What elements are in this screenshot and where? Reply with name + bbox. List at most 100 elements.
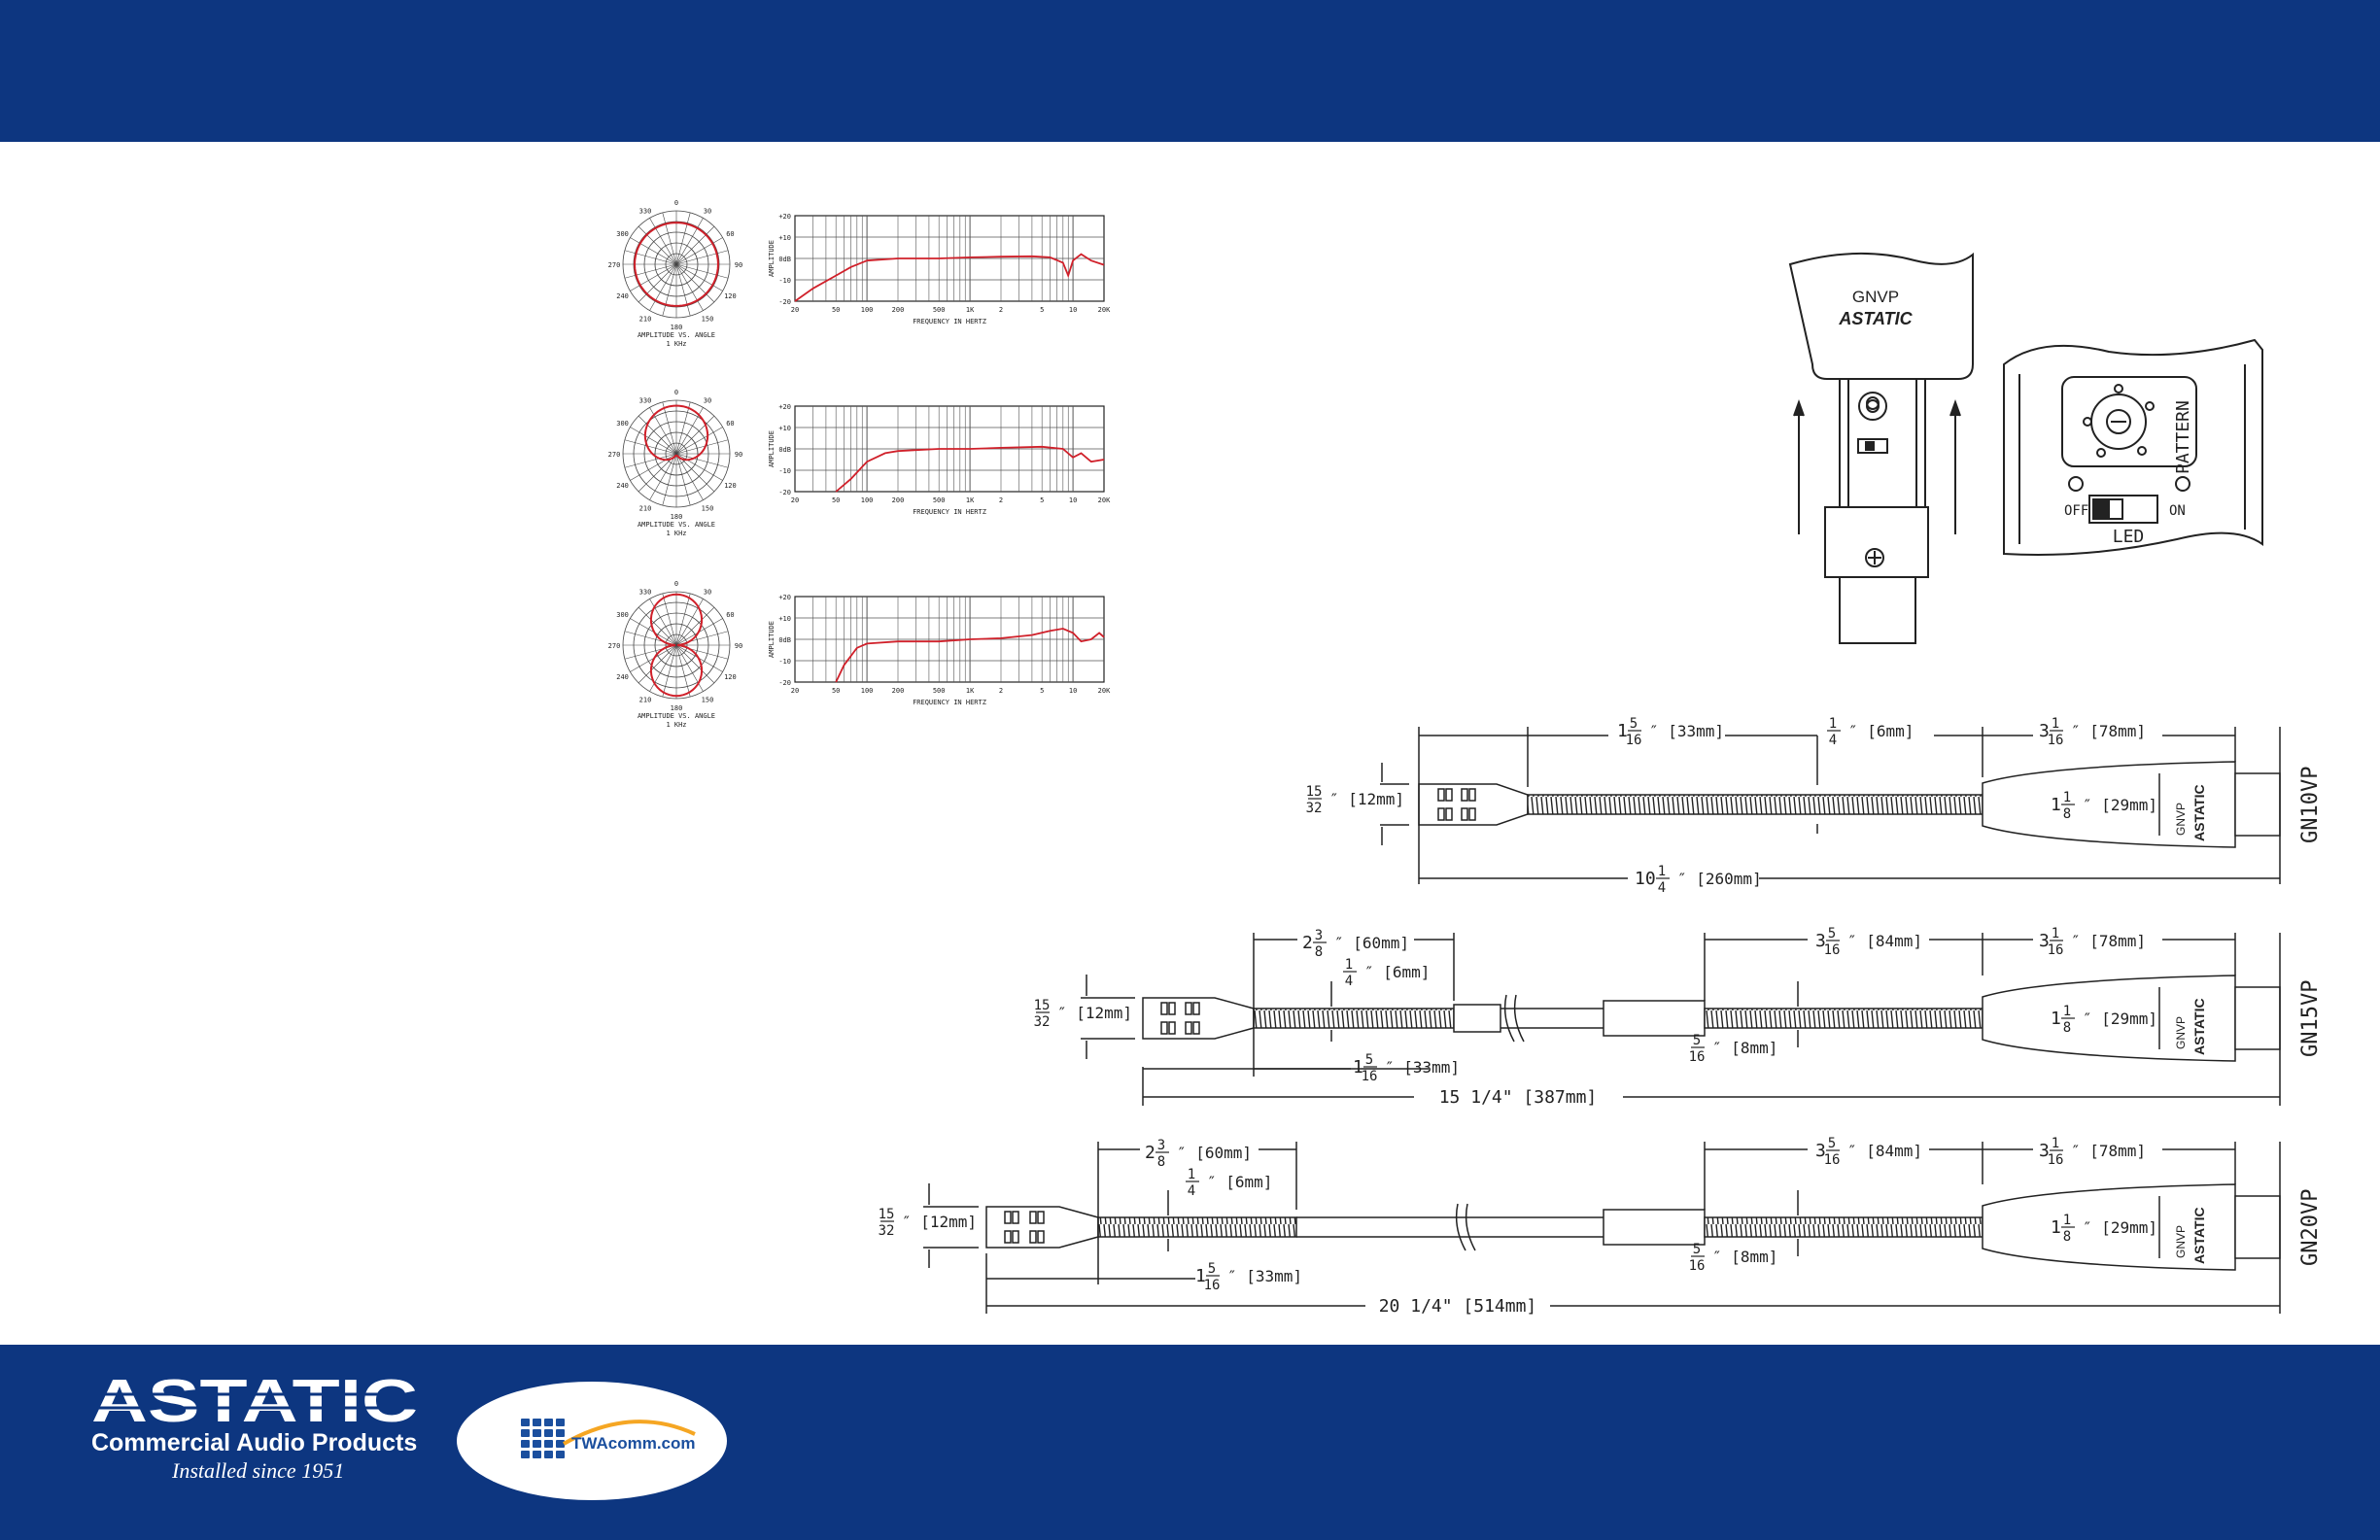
dimension-whole: 1 [2051, 1217, 2061, 1238]
polar-angle-label: 60 [726, 420, 734, 428]
dimension-value: ″ [78mm] [2071, 722, 2146, 740]
response-y-tick: -10 [778, 467, 791, 475]
dimension-value: ″ [29mm] [2083, 1218, 2157, 1237]
polar-angle-label: 150 [702, 504, 714, 512]
polar-response-curve [634, 222, 719, 307]
dimension-denominator: 4 [1188, 1183, 1195, 1199]
response-x-label: FREQUENCY IN HERTZ [913, 508, 986, 516]
polar-angle-label: 270 [608, 451, 621, 459]
response-x-tick: 20 [791, 496, 799, 504]
dimension-lower-gooseneck-dia: 516″ [8mm] [1689, 1242, 1778, 1274]
polar-angle-label: 210 [639, 315, 652, 323]
astatic-logo: ASTATIC Commercial Audio Products Instal… [89, 1373, 420, 1489]
footer-band [0, 1345, 2380, 1540]
polar-plot: 0306090120150180210240270300330AMPLITUDE… [608, 389, 743, 537]
dimension-numerator: 1 [1829, 716, 1837, 732]
dimension-numerator: 5 [1693, 1033, 1701, 1048]
polar-angle-label: 0 [674, 199, 678, 207]
dimension-value: ″ [12mm] [1329, 790, 1404, 808]
twacomm-grid-square [533, 1429, 541, 1437]
polar-angle-label: 240 [616, 482, 629, 490]
dimension-whole: 3 [1815, 931, 1826, 951]
dimension-value: ″ [33mm] [1385, 1058, 1460, 1077]
polar-plot: 0306090120150180210240270300330AMPLITUDE… [608, 199, 743, 348]
twacomm-grid-square [556, 1440, 565, 1448]
response-x-tick: 50 [832, 306, 840, 314]
dimension-value: ″ [6mm] [1364, 963, 1430, 981]
polar-angle-label: 300 [616, 230, 629, 238]
response-x-tick: 100 [861, 687, 874, 695]
led-switch-detail[interactable] [2088, 495, 2158, 524]
dimension-numerator: 5 [1365, 1052, 1373, 1068]
twacomm-grid-square [521, 1451, 530, 1458]
response-x-tick: 10 [1069, 496, 1077, 504]
dimension-whole: 2 [1145, 1143, 1156, 1163]
dimension-numerator: 1 [2063, 790, 2071, 805]
dimension-denominator: 32 [1306, 801, 1323, 816]
response-x-tick: 2 [999, 496, 1003, 504]
body-model-label: GNVP [2174, 1016, 2188, 1049]
gn15vp-drawing [1081, 933, 2281, 1106]
dimension-value: ″ [60mm] [1177, 1144, 1252, 1162]
led-label: LED [2113, 527, 2145, 547]
dimension-whole: 3 [2039, 1141, 2050, 1161]
polar-angle-label: 90 [735, 261, 742, 269]
twacomm-text: TWAcomm.com [571, 1434, 696, 1453]
twacomm-grid-square [521, 1429, 530, 1437]
dimension-denominator: 8 [2063, 806, 2071, 822]
device-front-view: GNVP ASTATIC [1788, 252, 1974, 644]
dimension-denominator: 32 [879, 1223, 895, 1239]
led-switch[interactable] [1857, 438, 1888, 454]
dimension-denominator: 16 [1204, 1278, 1221, 1293]
polar-angle-label: 120 [724, 292, 737, 300]
twacomm-grid-square [544, 1429, 553, 1437]
dimension-overall-length: 20 1/4" [514mm] [1379, 1296, 1537, 1317]
response-y-tick: -10 [778, 277, 791, 285]
dimension-value: ″ [29mm] [2083, 1010, 2157, 1028]
mount-screw [1865, 548, 1884, 567]
dimension-denominator: 8 [2063, 1229, 2071, 1245]
dimension-denominator: 8 [1315, 944, 1323, 960]
polar-caption-frequency: 1 KHz [666, 530, 686, 537]
response-x-tick: 5 [1040, 687, 1044, 695]
dimension-value: ″ [60mm] [1334, 934, 1409, 952]
pattern-label: PATTERN [2173, 400, 2193, 474]
device-detail-view: PATTERN OFF ON LED [2003, 338, 2263, 556]
response-x-tick: 500 [933, 687, 946, 695]
response-y-tick: +20 [778, 213, 791, 221]
twacomm-grid-square [521, 1440, 530, 1448]
response-y-tick: +20 [778, 403, 791, 411]
polar-angle-label: 120 [724, 482, 737, 490]
dimension-value: ″ [84mm] [1847, 932, 1922, 950]
polar-angle-label: 0 [674, 389, 678, 396]
dimension-denominator: 8 [2063, 1020, 2071, 1036]
polar-angle-label: 30 [704, 397, 711, 405]
polar-angle-label: 300 [616, 420, 629, 428]
twacomm-logo[interactable]: TWAcomm.com [457, 1382, 727, 1500]
dimension-denominator: 8 [1157, 1154, 1165, 1170]
dimension-numerator: 15 [879, 1207, 895, 1222]
response-y-tick: 0dB [778, 446, 791, 454]
polar-plot: 0306090120150180210240270300330AMPLITUDE… [608, 580, 743, 729]
dimension-denominator: 32 [1034, 1014, 1051, 1030]
dimension-value: ″ [12mm] [1057, 1004, 1132, 1022]
body-model-label: GNVP [2174, 1225, 2188, 1258]
astatic-wordmark: ASTATIC [89, 1373, 420, 1429]
response-y-tick: -20 [778, 679, 791, 687]
pattern-selector-knob[interactable] [1858, 392, 1887, 421]
polar-angle-label: 330 [639, 397, 652, 405]
twacomm-grid-square [533, 1440, 541, 1448]
polar-grid-spoke [662, 593, 691, 698]
response-x-tick: 5 [1040, 306, 1044, 314]
response-y-tick: -20 [778, 489, 791, 496]
dimension-whole: 2 [1302, 933, 1313, 953]
dimension-numerator: 5 [1828, 1136, 1836, 1151]
